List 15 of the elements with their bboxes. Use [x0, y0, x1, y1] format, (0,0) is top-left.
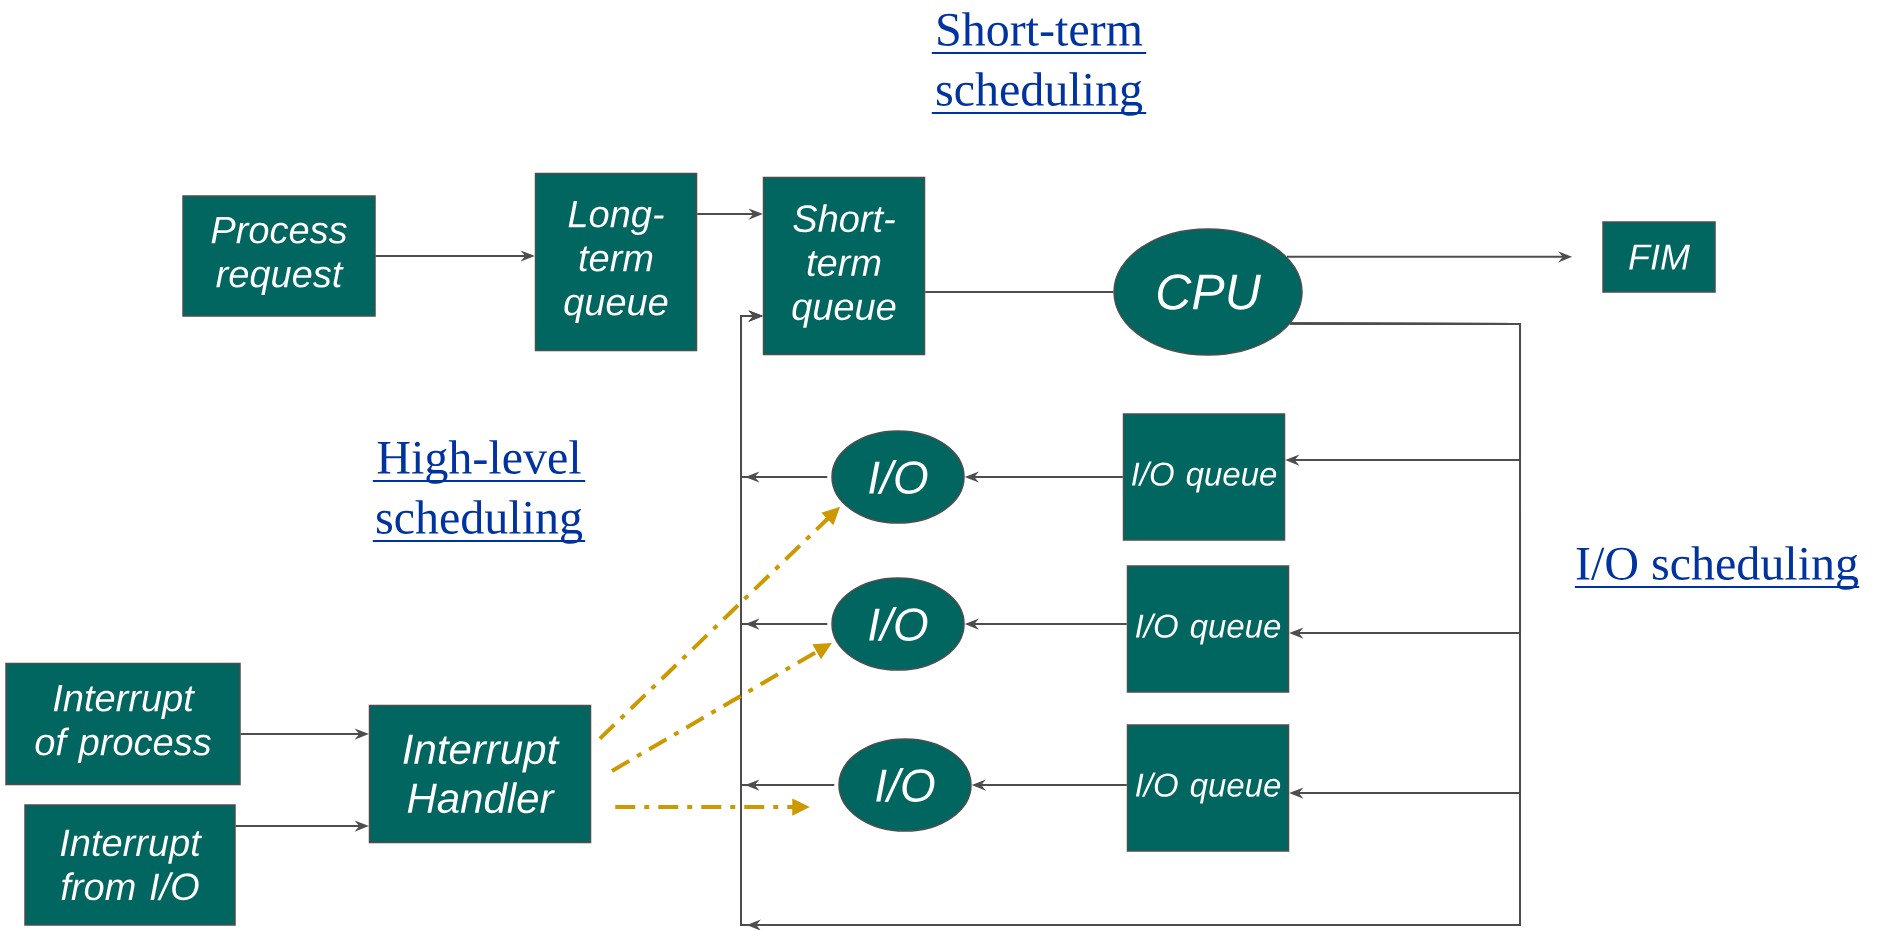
link-label: I/O scheduling	[1573, 546, 1861, 590]
process-box: Process request	[182, 195, 376, 317]
process-box: I/O queue	[1126, 724, 1290, 852]
process-box: I/O queue	[1126, 565, 1290, 693]
process-box: Interrupt from I/O	[24, 804, 236, 926]
process-box: FIM	[1602, 221, 1716, 293]
process-box: Interrupt Handler	[368, 704, 592, 844]
process-box: Interrupt of process	[5, 662, 241, 786]
arrow	[740, 310, 836, 791]
process-box: Long-term queue	[534, 172, 698, 352]
link-label: Short-term scheduling	[930, 12, 1148, 116]
link-label: High-level scheduling	[371, 440, 587, 544]
connector-line	[924, 291, 1115, 293]
process-box: I/O queue	[1122, 413, 1286, 541]
process-box: Short-term queue	[762, 176, 926, 356]
